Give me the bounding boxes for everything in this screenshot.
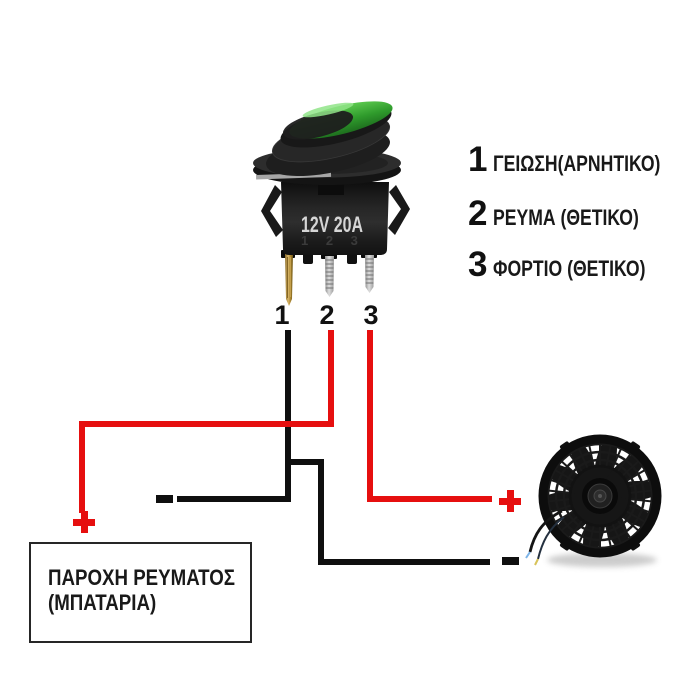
wire-ground-to-battery-negative <box>177 496 289 502</box>
pin-label-1: 1 <box>274 300 290 330</box>
fan-shadow <box>547 553 657 567</box>
wire-load-pin3-vertical <box>367 330 373 502</box>
battery-label-line2: (ΜΠΑΤΑΡΙΑ) <box>48 590 157 615</box>
battery-supply-box: ΠΑΡΟΧΗ ΡΕΥΜΑΤΟΣ (ΜΠΑΤΑΡΙΑ) <box>29 542 252 643</box>
legend-number-3: 3 <box>468 245 488 284</box>
wire-ground-branch-horizontal <box>288 459 322 465</box>
switch-embossed-numbers: 1 2 3 <box>301 233 365 248</box>
wire-load-to-fan-positive <box>367 496 492 502</box>
switch-pin-1-brass <box>285 254 293 306</box>
fan-negative-icon <box>502 557 519 565</box>
fan-lead-wires <box>525 509 565 566</box>
legend-number-2: 2 <box>468 194 488 233</box>
legend-item-load: 3 ΦΟΡΤΙΟ (ΘΕΤΙΚΟ) <box>468 247 684 282</box>
legend-label-1: ΓΕΙΩΣΗ(ΑΡΝΗΤΙΚΟ) <box>493 151 661 176</box>
switch-body <box>281 182 389 255</box>
pin-label-2: 2 <box>319 300 335 330</box>
wire-power-to-battery-positive <box>79 421 85 513</box>
wire-power-horizontal <box>79 421 334 427</box>
switch-pin-3 <box>365 255 374 293</box>
rocker-switch-image: 12V 20A 1 2 3 <box>253 101 410 306</box>
fan-shroud-ring <box>538 434 662 558</box>
switch-pin-2 <box>325 256 334 297</box>
fan-positive-icon <box>499 490 521 512</box>
wire-power-pin2-vertical <box>328 330 334 427</box>
battery-negative-icon <box>156 495 173 503</box>
battery-positive-icon <box>73 511 95 533</box>
wire-ground-branch-vertical <box>318 459 324 565</box>
legend-label-2: ΡΕΥΜΑ (ΘΕΤΙΚΟ) <box>493 205 640 230</box>
switch-rocker-cap <box>266 101 393 177</box>
cooling-fan-image <box>525 434 662 567</box>
fan-grill <box>544 440 656 552</box>
legend-number-1: 1 <box>468 140 488 179</box>
fan-hub <box>582 478 618 514</box>
wire-to-fan-negative <box>318 559 490 565</box>
legend-label-3: ΦΟΡΤΙΟ (ΘΕΤΙΚΟ) <box>493 256 646 281</box>
switch-rating-text: 12V 20A <box>301 212 363 237</box>
switch-side-clips <box>261 185 410 237</box>
legend-item-power: 2 ΡΕΥΜΑ (ΘΕΤΙΚΟ) <box>468 196 676 231</box>
battery-label-line1: ΠΑΡΟΧΗ ΡΕΥΜΑΤΟΣ <box>48 565 235 590</box>
pin-label-3: 3 <box>363 300 379 330</box>
wire-ground-pin1-vertical <box>285 330 291 502</box>
legend-item-ground: 1 ΓΕΙΩΣΗ(ΑΡΝΗΤΙΚΟ) <box>468 142 700 177</box>
